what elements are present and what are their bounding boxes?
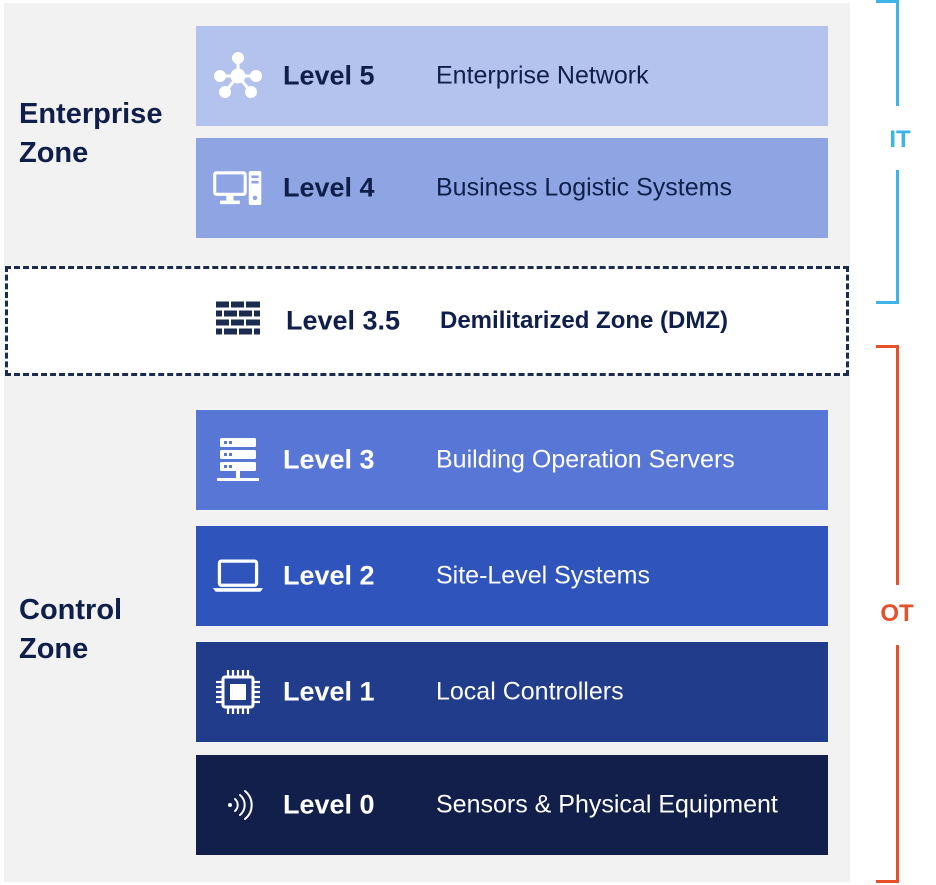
dmz-row: Level 3.5 Demilitarized Zone (DMZ) xyxy=(5,266,849,376)
server-icon xyxy=(212,434,264,486)
level-5-label: Level 5 xyxy=(283,60,375,91)
level-0-label: Level 0 xyxy=(283,789,375,820)
desktop-computer-icon xyxy=(212,162,264,214)
laptop-icon xyxy=(212,550,264,602)
level-3-label: Level 3 xyxy=(283,444,375,475)
dmz-description: Demilitarized Zone (DMZ) xyxy=(440,307,729,334)
ot-bracket-upper-line xyxy=(896,345,899,585)
sensor-signal-icon xyxy=(212,779,264,831)
level-1-description: Local Controllers xyxy=(436,677,624,706)
level-0-row: Level 0 Sensors & Physical Equipment xyxy=(196,755,828,855)
level-3-row: Level 3 Building Operation Servers xyxy=(196,410,828,510)
level-4-label: Level 4 xyxy=(283,172,375,203)
firewall-icon xyxy=(216,301,260,341)
it-bracket-label: IT xyxy=(889,126,911,153)
level-4-row: Level 4 Business Logistic Systems xyxy=(196,138,828,238)
level-2-label: Level 2 xyxy=(283,560,375,591)
level-5-description: Enterprise Network xyxy=(436,61,649,90)
ot-bracket-lower-line xyxy=(896,645,899,883)
level-0-description: Sensors & Physical Equipment xyxy=(436,790,778,819)
it-bracket-upper-line xyxy=(896,0,899,106)
level-4-description: Business Logistic Systems xyxy=(436,173,732,202)
it-bracket-lower-line xyxy=(896,170,899,304)
ot-bracket-label: OT xyxy=(880,600,914,627)
dmz-level-label: Level 3.5 xyxy=(286,305,401,336)
network-hub-icon xyxy=(212,50,264,102)
level-2-row: Level 2 Site-Level Systems xyxy=(196,526,828,626)
enterprise-zone-label: Enterprise Zone xyxy=(19,98,163,169)
it-bracket-top-tick xyxy=(876,0,898,3)
control-zone-label: Control Zone xyxy=(19,594,123,665)
ot-bracket-top-tick xyxy=(876,345,898,348)
level-3-description: Building Operation Servers xyxy=(436,445,735,474)
level-1-row: Level 1 Local Controllers xyxy=(196,642,828,742)
microchip-icon xyxy=(212,666,264,718)
ot-bracket-bottom-tick xyxy=(876,880,898,883)
level-1-label: Level 1 xyxy=(283,676,375,707)
it-bracket-bottom-tick xyxy=(876,301,898,304)
level-2-description: Site-Level Systems xyxy=(436,561,650,590)
level-5-row: Level 5 Enterprise Network xyxy=(196,26,828,126)
